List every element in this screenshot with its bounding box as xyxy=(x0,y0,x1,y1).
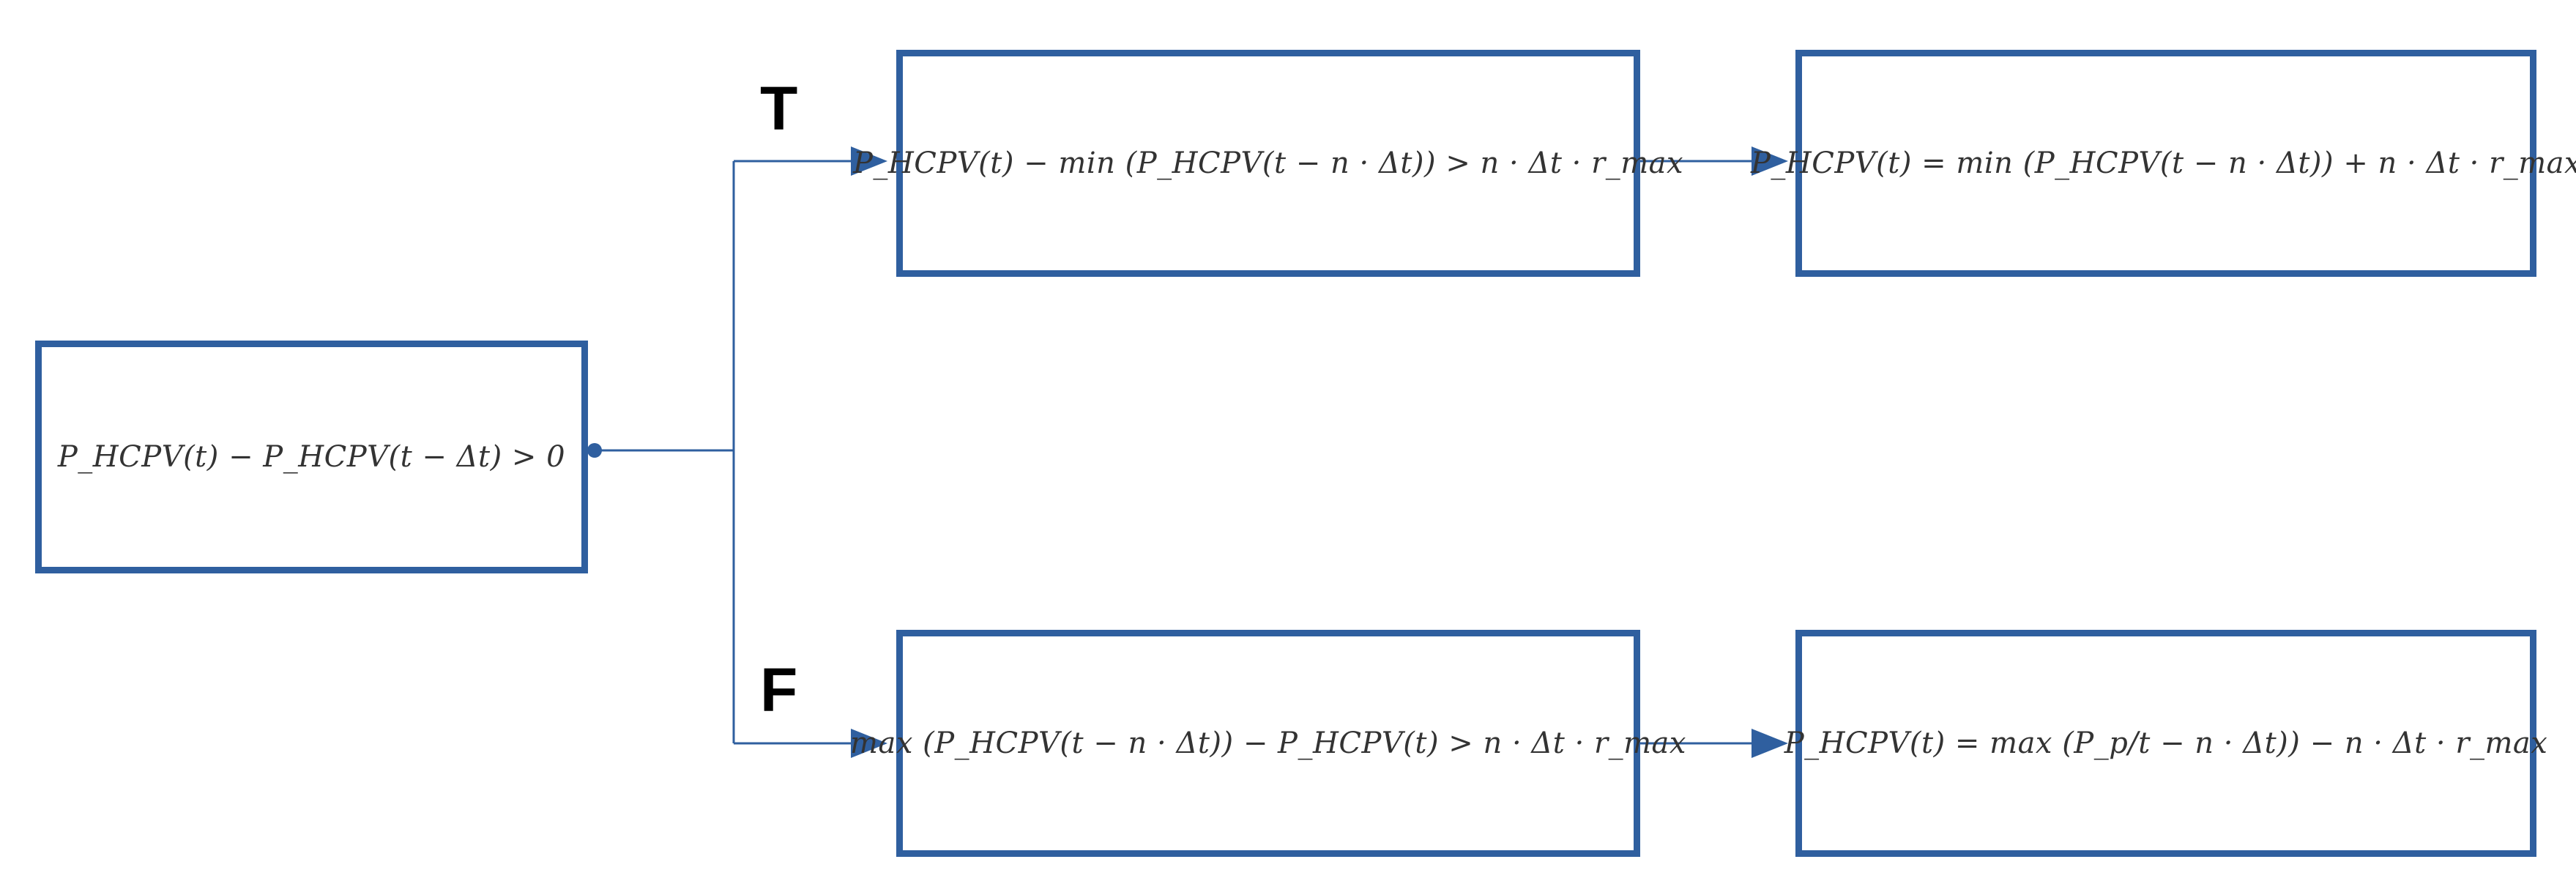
arrowhead-to-false-result xyxy=(1752,729,1788,758)
arrowhead-to-true-result xyxy=(1752,146,1788,176)
true-branch-label: T xyxy=(760,74,798,143)
false-result-box: P_HCPV(t) = max (P_p/t − n · Δt)) − n · … xyxy=(1784,630,2547,857)
arrowhead-to-true-condition xyxy=(851,146,887,176)
connector-start-dot xyxy=(587,443,602,458)
true-condition-formula: P_HCPV(t) − min (P_HCPV(t − n · Δt)) > n… xyxy=(852,146,1684,180)
true-result-formula: P_HCPV(t) = min (P_HCPV(t − n · Δt)) + n… xyxy=(1750,146,2576,180)
true-result-box: P_HCPV(t) = min (P_HCPV(t − n · Δt)) + n… xyxy=(1751,50,2576,277)
false-condition-box: max (P_HCPV(t − n · Δt)) − P_HCPV(t) > n… xyxy=(850,630,1686,857)
false-result-formula: P_HCPV(t) = max (P_p/t − n · Δt)) − n · … xyxy=(1784,726,2548,760)
arrowhead-to-false-condition xyxy=(851,729,887,758)
true-condition-box: P_HCPV(t) − min (P_HCPV(t − n · Δt)) > n… xyxy=(853,50,1683,277)
false-condition-formula: max (P_HCPV(t − n · Δt)) − P_HCPV(t) > n… xyxy=(850,726,1686,760)
start-condition-formula: P_HCPV(t) − P_HCPV(t − Δt) > 0 xyxy=(57,440,566,474)
start-condition-box: P_HCPV(t) − P_HCPV(t − Δt) > 0 xyxy=(35,341,588,573)
false-branch-label: F xyxy=(760,655,798,724)
